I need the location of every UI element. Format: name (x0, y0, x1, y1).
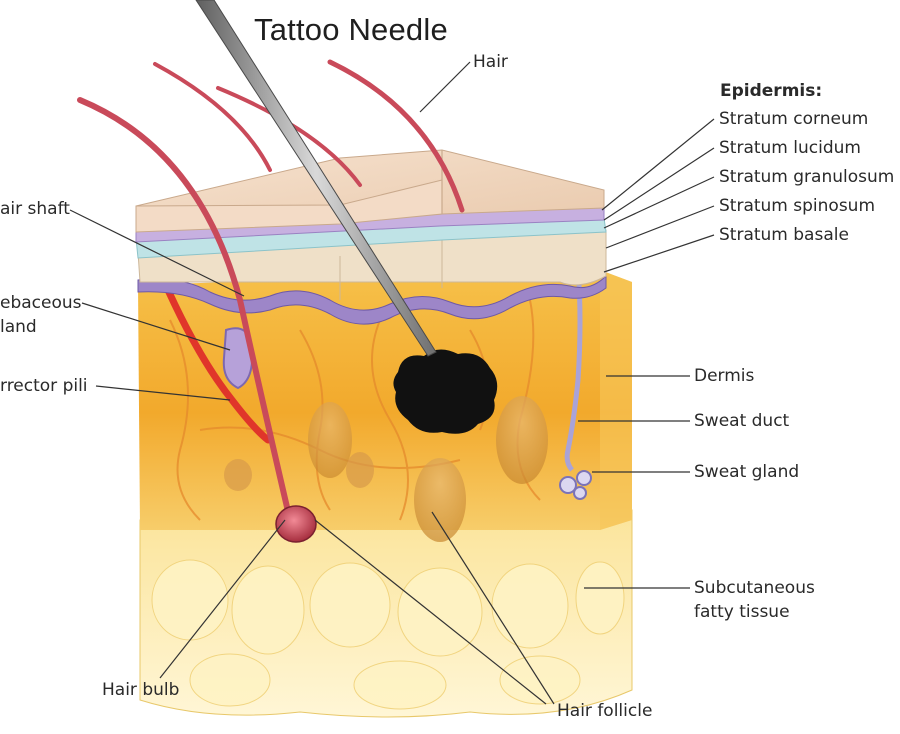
label-subcutaneous-line2: fatty tissue (694, 602, 790, 622)
tattoo-needle (195, 0, 437, 357)
stratum-basale-membrane (137, 274, 607, 325)
diagram-title: Tattoo Needle (254, 12, 448, 47)
hair-bulb (275, 505, 317, 543)
label-hair: Hair (473, 52, 508, 72)
label-hair-bulb: Hair bulb (102, 680, 180, 700)
label-stratum-corneum: Stratum corneum (719, 109, 869, 129)
hair-follicles (224, 396, 548, 542)
label-epidermis-heading: Epidermis: (720, 81, 823, 101)
label-subcutaneous-line1: Subcutaneous (694, 578, 815, 598)
label-sebaceous-line1: ebaceous (0, 293, 82, 313)
sweat-gland (559, 470, 592, 500)
label-sebaceous-line2: land (0, 317, 37, 337)
label-arrector-pili: rrector pili (0, 376, 88, 396)
label-stratum-basale: Stratum basale (719, 225, 849, 245)
label-sweat-duct: Sweat duct (694, 411, 790, 431)
label-sweat-gland: Sweat gland (694, 462, 800, 482)
label-stratum-granulosum: Stratum granulosum (719, 167, 895, 187)
label-hair-shaft: air shaft (0, 199, 70, 219)
sweat-duct (564, 267, 583, 472)
fat-lobules (151, 559, 625, 710)
hair-strands (77, 59, 465, 523)
leader-lines (69, 61, 715, 705)
ink-deposit (393, 349, 498, 434)
arrector-pili-muscle (164, 286, 272, 444)
label-hair-follicle: Hair follicle (557, 701, 653, 721)
label-stratum-spinosum: Stratum spinosum (719, 196, 876, 216)
label-stratum-lucidum: Stratum lucidum (719, 138, 861, 158)
label-dermis: Dermis (694, 366, 755, 386)
